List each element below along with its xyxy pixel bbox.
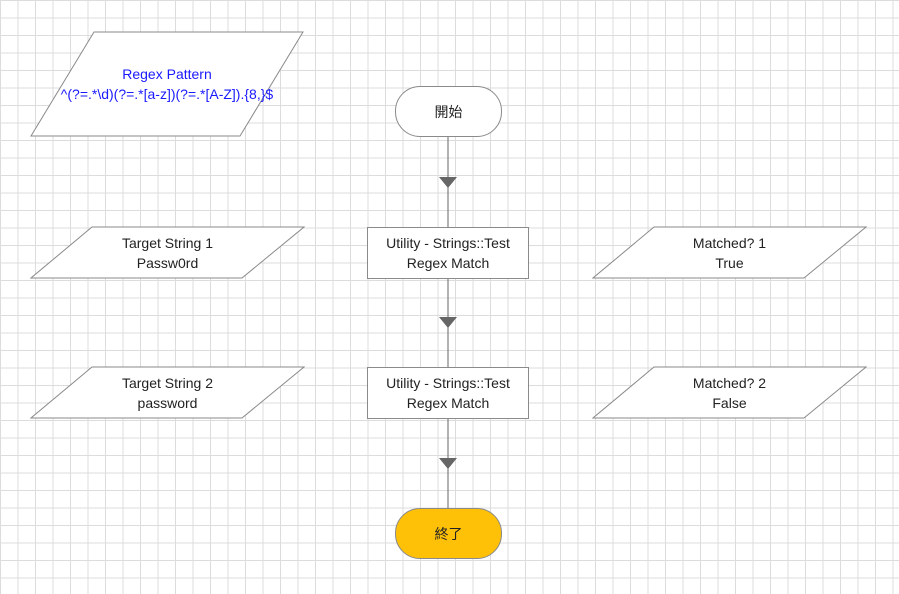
target-string-2-title: Target String 2 [121,374,214,391]
process-2-line2: Regex Match [406,395,490,411]
matched-2-shape [592,366,867,419]
target-string-2-value: password [137,394,198,411]
matched-1-value: True [715,254,744,271]
target-string-1-title: Target String 1 [121,234,214,251]
matched-2-node[interactable]: Matched? 2 False [592,366,867,419]
arrow-head-3 [439,458,457,469]
matched-1-title: Matched? 1 [692,234,767,251]
matched-1-label: Matched? 1 True [592,226,867,279]
end-label: 終了 [434,525,463,542]
start-node[interactable]: 開始 [395,86,502,137]
regex-pattern-shape [30,31,304,137]
target-string-2-label: Target String 2 password [30,366,305,419]
regex-pattern-title: Regex Pattern [122,66,212,82]
arrow-head-1 [439,177,457,188]
target-string-1-shape [30,226,305,279]
matched-2-value: False [712,394,747,411]
process-1-line2: Regex Match [406,255,490,271]
target-string-2-node[interactable]: Target String 2 password [30,366,305,419]
process-1-node[interactable]: Utility - Strings::Test Regex Match [367,227,529,279]
target-string-1-label: Target String 1 Passw0rd [30,226,305,279]
target-string-1-node[interactable]: Target String 1 Passw0rd [30,226,305,279]
process-1-line1: Utility - Strings::Test [386,235,510,251]
regex-pattern-label: Regex Pattern ^(?=.*\d)(?=.*[a-z])(?=.*[… [30,31,304,137]
matched-1-shape [592,226,867,279]
matched-2-title: Matched? 2 [692,374,767,391]
matched-1-node[interactable]: Matched? 1 True [592,226,867,279]
arrow-head-2 [439,317,457,328]
start-label: 開始 [434,103,463,120]
regex-pattern-value: ^(?=.*\d)(?=.*[a-z])(?=.*[A-Z]).{8,}$ [60,86,274,102]
target-string-1-value: Passw0rd [136,254,199,271]
regex-pattern-node[interactable]: Regex Pattern ^(?=.*\d)(?=.*[a-z])(?=.*[… [30,31,304,137]
process-2-node[interactable]: Utility - Strings::Test Regex Match [367,367,529,419]
target-string-2-shape [30,366,305,419]
matched-2-label: Matched? 2 False [592,366,867,419]
process-2-line1: Utility - Strings::Test [386,375,510,391]
end-node[interactable]: 終了 [395,508,502,559]
